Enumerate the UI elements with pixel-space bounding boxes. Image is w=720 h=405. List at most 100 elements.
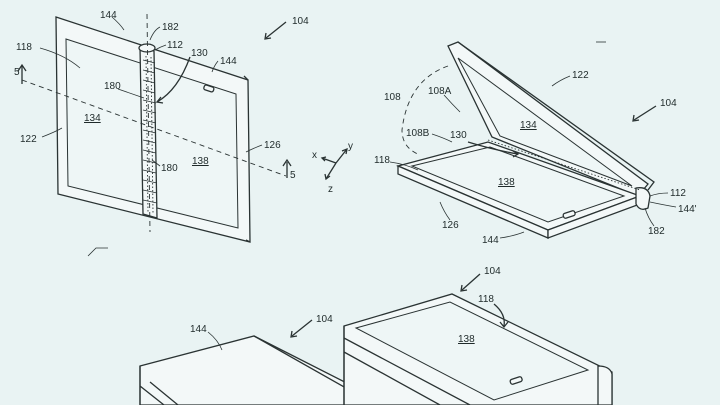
ref-134-label: 134	[84, 113, 101, 124]
leader-108B	[431, 133, 453, 143]
ref-126-label: 126	[264, 140, 281, 151]
leader-130-arrow	[156, 56, 191, 103]
leader-144-right	[211, 60, 219, 73]
leader-180-low	[151, 159, 161, 167]
leader-104-c-arrow	[461, 273, 481, 291]
hinge-dotted-pattern	[145, 55, 154, 214]
right-device-screen	[354, 301, 590, 401]
ref-144-b-label: 144	[482, 235, 499, 246]
leader-118	[39, 47, 81, 69]
leader-104-head	[264, 32, 272, 40]
figure-a-unfolded-device: 104 144 182 112 118 130 144 5 180 134 12…	[14, 10, 353, 243]
ref-5-left-label: 5	[14, 67, 20, 78]
ref-122-b-label: 122	[572, 70, 589, 81]
ref-108A-label: 108A	[428, 86, 452, 97]
figure-c-closed-devices: 104 118 104 144 138	[87, 247, 613, 405]
lower-panel-button	[562, 210, 576, 219]
axis-y-line	[335, 148, 348, 164]
ref-134-b-label: 134	[520, 120, 537, 131]
axis-x-label: x	[312, 150, 317, 161]
leader-122-b	[551, 75, 571, 87]
ref-104-b-label: 104	[660, 98, 677, 109]
axis-y-head	[341, 147, 348, 155]
ref-144-top-label: 144	[100, 10, 117, 21]
right-device-hinge	[597, 365, 613, 405]
leader-182	[149, 26, 161, 41]
ref-130-b-label: 130	[450, 130, 467, 141]
ref-138-b-label: 138	[498, 177, 515, 188]
leader-118-c-arrow	[493, 303, 505, 327]
section-arrow-right-head	[282, 158, 292, 167]
ref-144-right-label: 144	[220, 56, 237, 67]
right-device-button	[509, 376, 523, 385]
leader-144-b	[499, 231, 525, 239]
leader-104-b-head	[632, 114, 640, 122]
leader-144prime	[649, 201, 677, 208]
leader-104-c-head	[460, 284, 468, 292]
leader-182-b	[644, 207, 655, 227]
leader-112-b	[649, 192, 669, 197]
ref-112-b-label: 112	[670, 188, 686, 199]
leader-130-b-head	[512, 150, 520, 158]
ref-118-b-label: 118	[374, 155, 390, 166]
home-button	[203, 84, 215, 93]
axis-z-head	[324, 173, 331, 181]
leader-104-arrow	[265, 21, 287, 39]
upper-screen	[457, 57, 633, 187]
ref-108-label: 108	[384, 92, 401, 103]
ref-180-low-label: 180	[161, 163, 178, 174]
device-body-thickness	[243, 75, 251, 243]
angle-bracket	[401, 65, 449, 156]
axis-x-head	[320, 156, 327, 162]
ref-118-label: 118	[16, 42, 32, 53]
ref-144-c-label: 144	[190, 324, 207, 335]
ref-118-c-label: 118	[478, 294, 494, 305]
section-arrow-left-head	[17, 63, 27, 72]
leader-104-b-arrow	[633, 105, 657, 121]
leader-104-left-arrow	[291, 319, 313, 337]
leader-130-b-arrow	[467, 141, 519, 155]
leader-144-top	[111, 16, 125, 31]
right-device-layers	[343, 326, 471, 405]
ref-104-label: 104	[292, 16, 309, 27]
ref-122-label: 122	[20, 134, 37, 145]
axis-z-label: z	[328, 184, 333, 195]
ref-108B-label: 108B	[406, 128, 430, 139]
ref-138-label: 138	[192, 156, 209, 167]
leader-108A	[443, 94, 461, 113]
ref-104-c-label: 104	[484, 266, 501, 277]
ref-144prime-label: 144'	[678, 204, 697, 215]
ref-5-right-label: 5	[290, 170, 296, 181]
ref-130-label: 130	[191, 48, 208, 59]
ref-180-mid-label: 180	[104, 81, 121, 92]
figure-b-folded-device: 122 108 108A 104 134 108B 130 118 138 11…	[374, 41, 697, 246]
ref-112-label: 112	[167, 40, 183, 51]
hinge-knuckle	[635, 187, 651, 210]
hinge-centerline	[146, 13, 151, 233]
ref-104-left-label: 104	[316, 314, 333, 325]
leader-118-c-head	[499, 321, 509, 329]
upper-panel-edge	[457, 41, 655, 191]
leader-144-c	[207, 331, 223, 351]
leader-180-mid	[117, 88, 145, 99]
leader-122	[41, 127, 63, 138]
leader-104-left-head	[290, 330, 298, 338]
ref-126-b-label: 126	[442, 220, 459, 231]
leader-126	[245, 144, 263, 153]
lower-screen	[410, 146, 626, 223]
leader-112	[154, 44, 167, 51]
axis-x-line	[321, 157, 337, 164]
ref-182-b-label: 182	[648, 226, 665, 237]
leader-118-b	[389, 161, 419, 171]
fold-axis-line	[487, 139, 641, 191]
left-closed-device-layers	[139, 366, 179, 405]
axis-z-line	[325, 162, 337, 180]
leader-126-b	[439, 201, 451, 221]
ref-182-label: 182	[162, 22, 179, 33]
stray-mark	[87, 247, 108, 257]
leader-130-head	[155, 96, 164, 104]
axis-y-label: y	[348, 141, 353, 152]
section-line	[21, 79, 287, 177]
ref-138-c-label: 138	[458, 334, 475, 345]
